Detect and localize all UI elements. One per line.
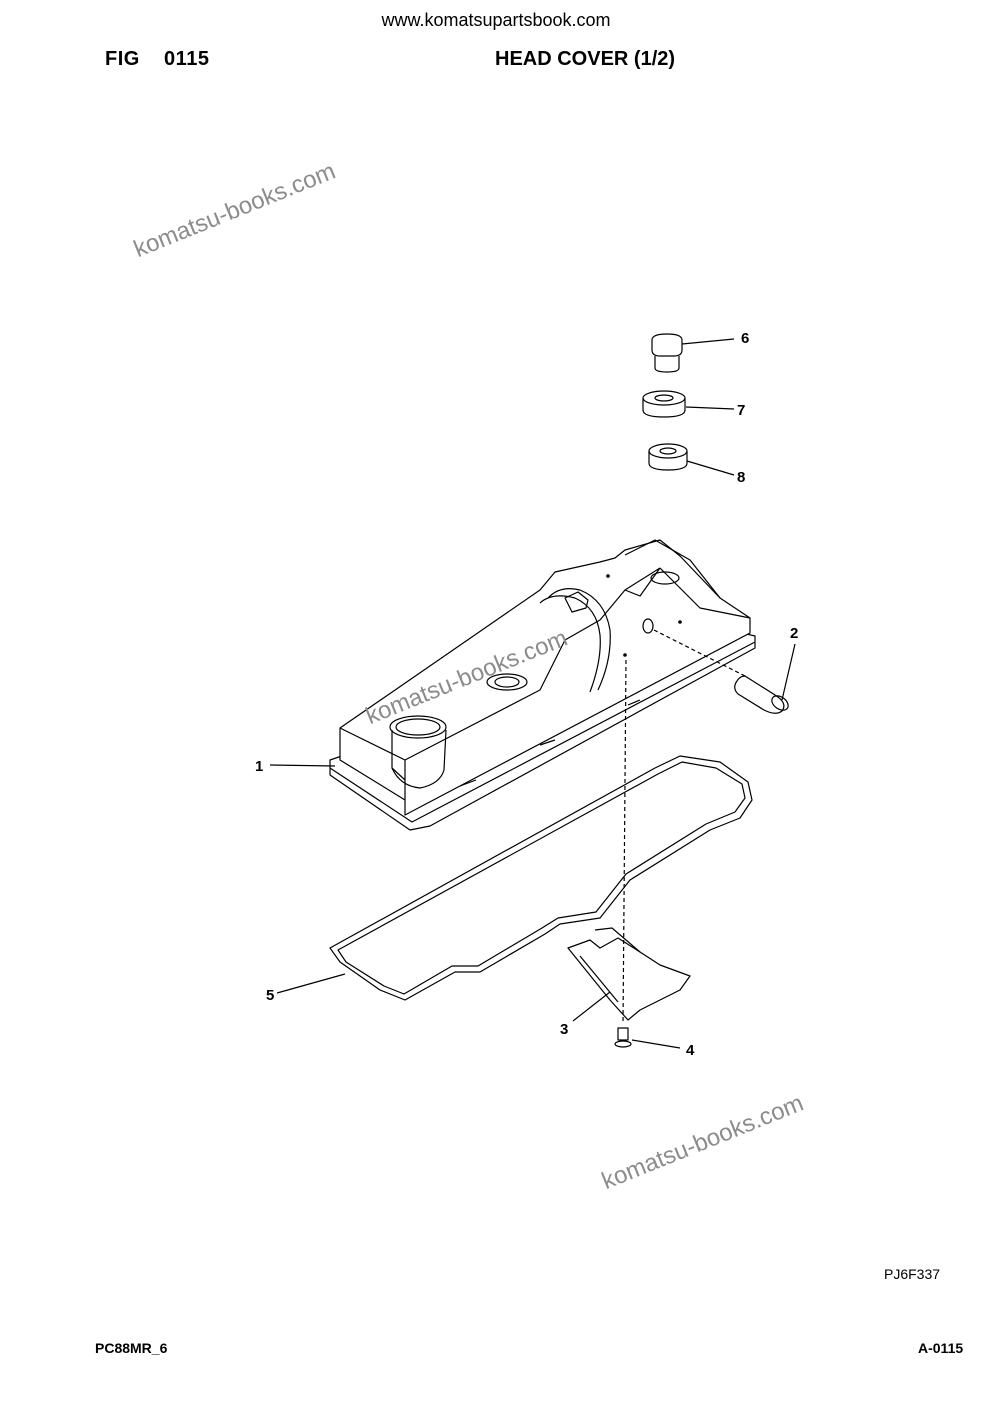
callout-7: 7	[737, 402, 745, 419]
washer-part	[642, 390, 735, 418]
page-number: A-0115	[918, 1340, 964, 1356]
model-code: PC88MR_6	[95, 1340, 168, 1356]
callout-4: 4	[686, 1042, 695, 1059]
callout-8: 8	[737, 469, 745, 486]
head-cover-part	[269, 539, 756, 831]
grommet-part	[648, 443, 735, 476]
callout-5: 5	[266, 987, 274, 1004]
callout-2: 2	[790, 625, 798, 642]
figure-number: FIG 0115	[105, 48, 210, 70]
callout-3: 3	[560, 1021, 568, 1038]
plug-part	[651, 333, 735, 373]
pipe-part	[653, 629, 796, 714]
callout-1: 1	[255, 758, 263, 775]
bracket-part	[567, 927, 691, 1022]
bolt-part	[614, 1027, 681, 1049]
figure-title: HEAD COVER (1/2)	[495, 48, 676, 70]
gasket-part	[276, 755, 753, 1001]
drawing-code: PJ6F337	[884, 1266, 941, 1282]
site-url: www.komatsupartsbook.com	[381, 10, 611, 30]
callout-6: 6	[741, 330, 749, 347]
